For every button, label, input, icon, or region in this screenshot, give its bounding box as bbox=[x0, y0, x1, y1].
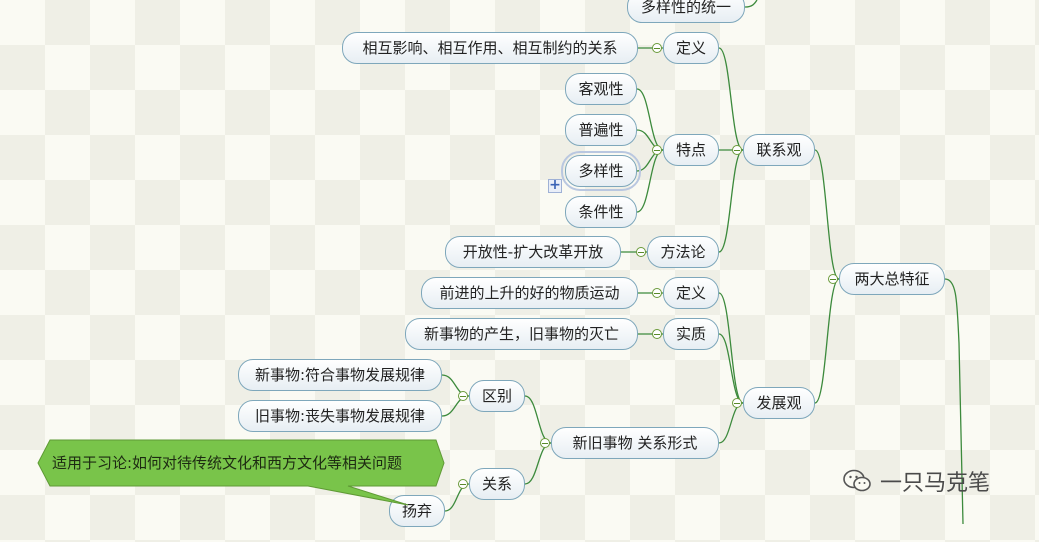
node-new-emerges-old-dies[interactable]: 新事物的产生，旧事物的灭亡 bbox=[405, 318, 638, 350]
node-universality[interactable]: 普遍性 bbox=[565, 114, 637, 146]
callout-note: 适用于习论:如何对待传统文化和西方文化等相关问题 bbox=[52, 454, 403, 472]
node-conditionality[interactable]: 条件性 bbox=[565, 196, 637, 228]
node-definition-link[interactable]: 定义 bbox=[663, 32, 719, 64]
connector-line bbox=[814, 149, 840, 280]
node-old-things[interactable]: 旧事物:丧失事物发展规律 bbox=[238, 400, 442, 432]
connector-line bbox=[944, 278, 964, 524]
collapse-toggle-icon[interactable] bbox=[732, 145, 742, 155]
node-openness-reform[interactable]: 开放性-扩大改革开放 bbox=[445, 236, 621, 268]
connector-line bbox=[718, 292, 744, 404]
collapse-toggle-icon[interactable] bbox=[732, 398, 742, 408]
connector-line bbox=[524, 442, 552, 485]
collapse-toggle-icon[interactable] bbox=[652, 329, 662, 339]
node-view-of-development[interactable]: 发展观 bbox=[743, 387, 815, 419]
node-characteristics[interactable]: 特点 bbox=[663, 134, 719, 166]
wechat-icon bbox=[843, 469, 871, 492]
collapse-toggle-icon[interactable] bbox=[652, 43, 662, 53]
connector-line bbox=[814, 278, 840, 404]
connector-line bbox=[744, 0, 758, 8]
collapse-toggle-icon[interactable] bbox=[636, 247, 646, 257]
connector-line bbox=[718, 149, 744, 253]
collapse-toggle-icon[interactable] bbox=[652, 145, 662, 155]
node-new-things[interactable]: 新事物:符合事物发展规律 bbox=[238, 359, 442, 391]
collapse-toggle-icon[interactable] bbox=[828, 274, 838, 284]
node-definition-development[interactable]: 定义 bbox=[663, 277, 719, 309]
node-diversity[interactable]: 多样性 bbox=[561, 151, 641, 191]
collapse-toggle-icon[interactable] bbox=[652, 288, 662, 298]
connector-line bbox=[524, 395, 552, 444]
collapse-toggle-icon[interactable] bbox=[458, 479, 468, 489]
node-relation-definition-text[interactable]: 相互影响、相互作用、相互制约的关系 bbox=[342, 32, 638, 64]
connector-line bbox=[718, 402, 744, 444]
node-essence[interactable]: 实质 bbox=[663, 318, 719, 350]
connector-line bbox=[718, 47, 744, 151]
node-diversity-unity[interactable]: 多样性的统一 bbox=[627, 0, 745, 23]
node-progressive-motion[interactable]: 前进的上升的好的物质运动 bbox=[421, 277, 638, 309]
expand-plus-icon[interactable]: + bbox=[548, 177, 562, 193]
callout-shape bbox=[37, 439, 445, 506]
collapse-toggle-icon[interactable] bbox=[458, 391, 468, 401]
node-two-main-features[interactable]: 两大总特征 bbox=[839, 263, 945, 295]
node-new-old-relationship[interactable]: 新旧事物 关系形式 bbox=[551, 427, 719, 459]
collapse-toggle-icon[interactable] bbox=[540, 438, 550, 448]
node-view-of-connection[interactable]: 联系观 bbox=[743, 134, 815, 166]
node-difference[interactable]: 区别 bbox=[469, 380, 525, 412]
node-sublation[interactable]: 扬弃 bbox=[389, 495, 445, 527]
watermark: 一只马克笔 bbox=[842, 465, 990, 497]
mindmap-canvas[interactable]: 多样性的统一 相互影响、相互作用、相互制约的关系 定义 客观性 普遍性 多样性 … bbox=[0, 0, 1039, 527]
watermark-text: 一只马克笔 bbox=[880, 471, 991, 496]
node-methodology[interactable]: 方法论 bbox=[647, 236, 719, 268]
node-objectivity[interactable]: 客观性 bbox=[565, 73, 637, 105]
node-relation[interactable]: 关系 bbox=[469, 468, 525, 500]
